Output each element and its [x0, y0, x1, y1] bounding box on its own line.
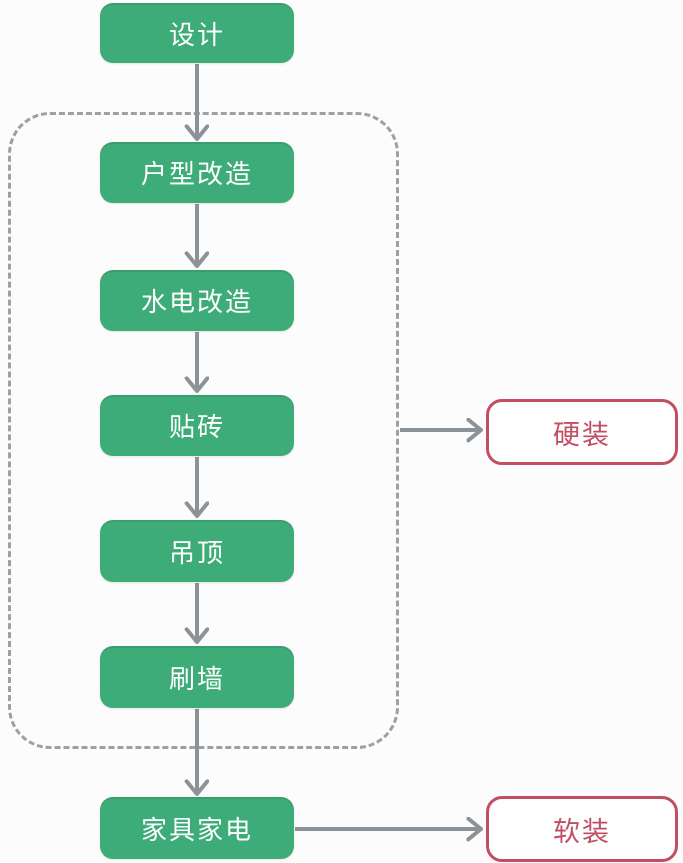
- node-ceiling: 吊顶: [100, 520, 294, 582]
- node-plumbing-electric: 水电改造: [100, 270, 294, 331]
- hard-decoration-group-outline: [8, 112, 399, 749]
- node-design: 设计: [100, 3, 294, 63]
- node-design-label: 设计: [168, 19, 225, 50]
- node-wall-painting-label: 刷墙: [168, 663, 225, 694]
- node-hard-decoration: 硬装: [486, 399, 678, 465]
- node-ceiling-label: 吊顶: [168, 537, 225, 568]
- node-furniture-appliances-label: 家具家电: [140, 814, 253, 845]
- node-soft-decoration-label: 软装: [553, 816, 611, 847]
- node-wall-painting: 刷墙: [100, 646, 294, 708]
- node-tiling-label: 贴砖: [168, 412, 225, 442]
- node-soft-decoration: 软装: [486, 796, 678, 862]
- node-hard-decoration-label: 硬装: [553, 419, 611, 450]
- node-layout-renovation-label: 户型改造: [140, 159, 253, 189]
- node-tiling: 贴砖: [100, 395, 294, 456]
- node-layout-renovation: 户型改造: [100, 142, 294, 203]
- node-furniture-appliances: 家具家电: [100, 797, 294, 859]
- node-plumbing-electric-label: 水电改造: [140, 287, 253, 317]
